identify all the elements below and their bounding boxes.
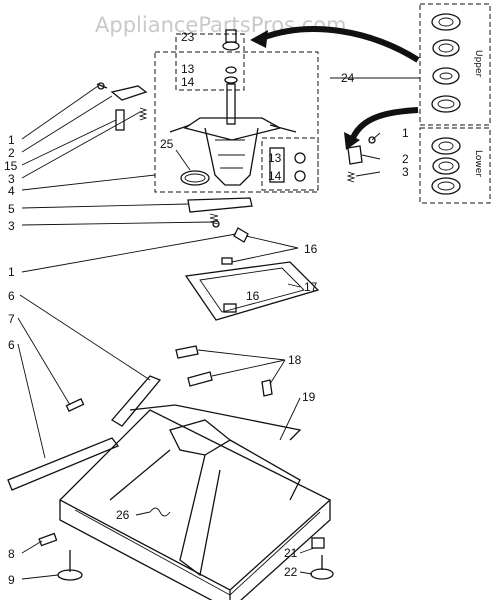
callout-16-top: 16 xyxy=(304,242,318,256)
mounting-plate xyxy=(184,227,320,321)
callout-18: 18 xyxy=(288,353,302,367)
leader-lines xyxy=(17,77,420,580)
transmission-group-outline xyxy=(154,51,319,193)
callout-13-side: 13 xyxy=(268,151,282,165)
callout-16-bottom: 16 xyxy=(246,289,260,303)
callout-9: 9 xyxy=(8,573,15,587)
lower-bearing-set xyxy=(431,137,461,195)
callout-2-left: 2 xyxy=(8,146,15,160)
lower-arrow xyxy=(349,107,419,142)
callout-5: 5 xyxy=(8,202,15,216)
callout-7: 7 xyxy=(8,312,15,326)
callout-26: 26 xyxy=(116,508,130,522)
callout-2-right: 2 xyxy=(402,152,409,166)
callout-15: 15 xyxy=(4,159,18,173)
braces xyxy=(7,375,162,491)
seal-ring xyxy=(180,170,210,186)
callout-17: 17 xyxy=(304,280,318,294)
callout-1-top-left: 1 xyxy=(8,133,15,147)
callout-labels: 1 2 15 3 4 5 3 1 6 7 6 8 9 25 23 13 14 1… xyxy=(4,30,409,587)
watermark: AppliancePartsPros.com xyxy=(95,13,347,37)
lower-label: Lower xyxy=(473,150,483,177)
lower-bearing-box xyxy=(419,127,491,204)
upper-arrow-head xyxy=(250,30,268,48)
brackets xyxy=(175,345,273,397)
callout-1-right: 1 xyxy=(402,126,409,140)
upper-arrow xyxy=(260,26,420,63)
callout-21: 21 xyxy=(284,546,298,560)
callout-19: 19 xyxy=(302,390,316,404)
bearing-subgroup-outline xyxy=(175,33,245,91)
upper-label: Upper xyxy=(473,50,483,78)
callout-24: 24 xyxy=(341,71,355,85)
side-bearing-subgroup-outline xyxy=(261,137,319,191)
base-frame xyxy=(58,404,332,600)
callout-1-mid: 1 xyxy=(8,265,15,279)
callout-25: 25 xyxy=(160,137,174,151)
leveling-feet xyxy=(38,507,334,581)
left-clip-parts xyxy=(96,82,148,131)
callout-4: 4 xyxy=(8,184,15,198)
callout-3-left: 3 xyxy=(8,172,15,186)
callout-23: 23 xyxy=(181,30,195,44)
upper-bearing-set xyxy=(431,13,461,113)
lower-arrow-head xyxy=(344,132,360,150)
callout-14-side: 14 xyxy=(268,169,282,183)
side-bearings xyxy=(269,147,306,183)
callout-22: 22 xyxy=(284,565,298,579)
callout-14-top: 14 xyxy=(181,75,195,89)
callout-3-mid: 3 xyxy=(8,219,15,233)
callout-6-bottom: 6 xyxy=(8,338,15,352)
right-clip-parts xyxy=(346,136,376,183)
callout-6-top: 6 xyxy=(8,289,15,303)
transmission-assembly xyxy=(169,29,297,186)
callout-13-top: 13 xyxy=(181,62,195,76)
callout-8: 8 xyxy=(8,547,15,561)
callout-3-right: 3 xyxy=(402,165,409,179)
